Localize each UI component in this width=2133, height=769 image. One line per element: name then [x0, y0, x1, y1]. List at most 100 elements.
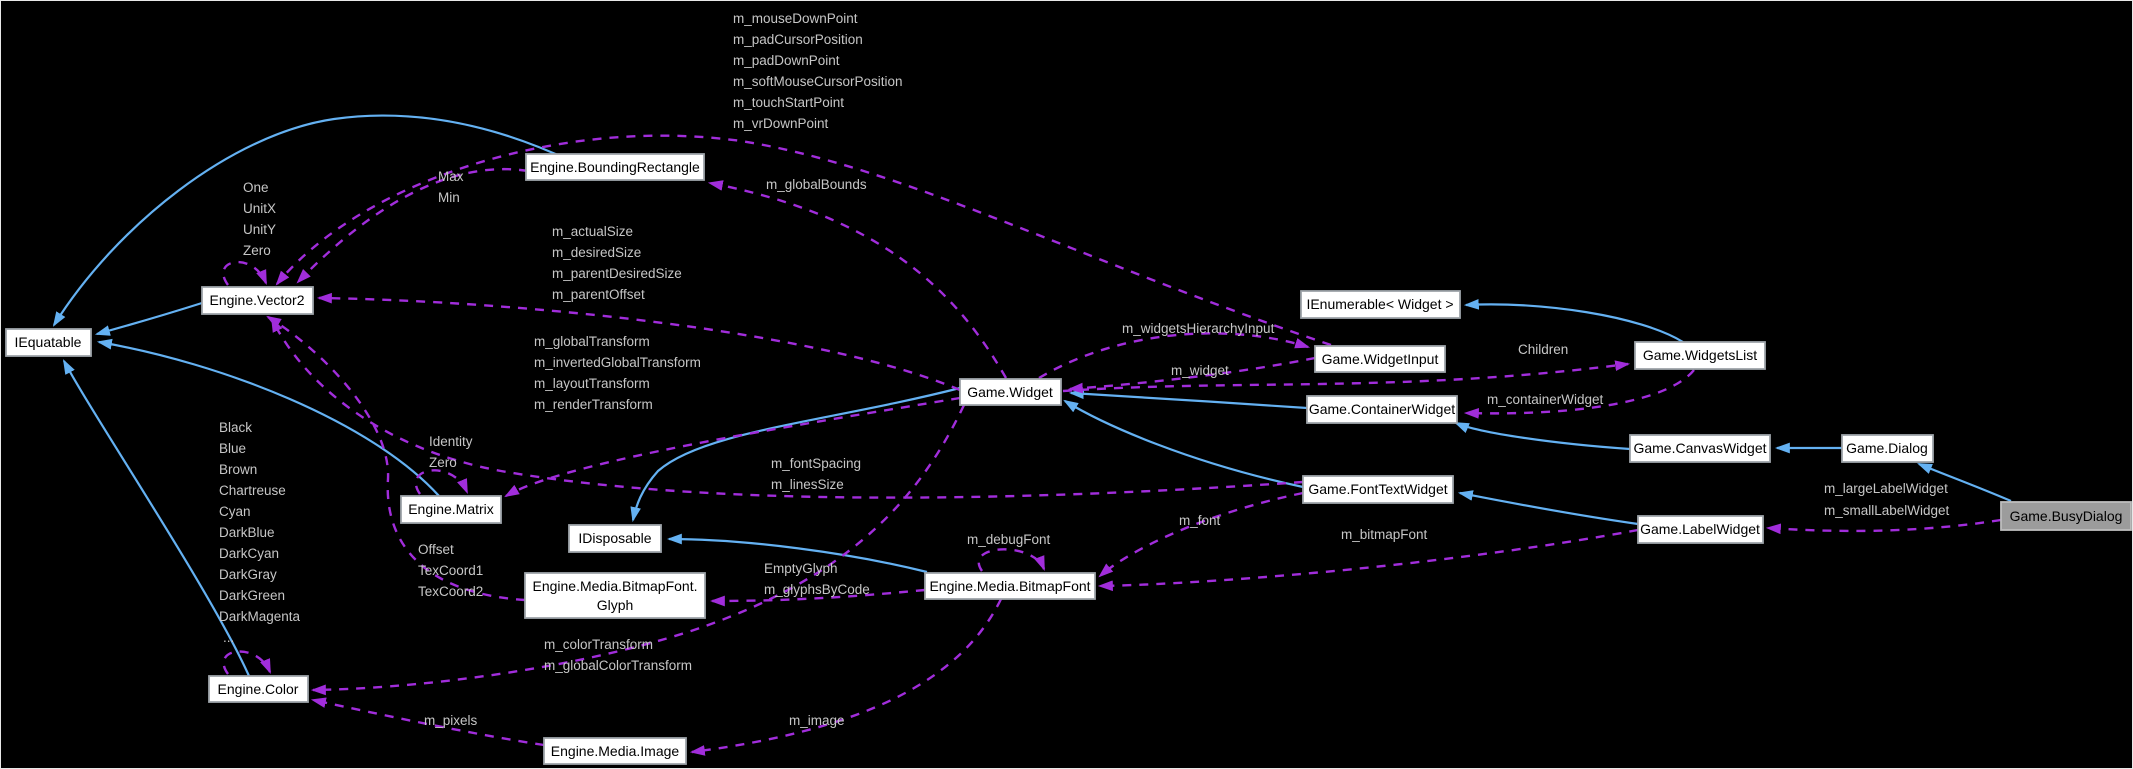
node-label: Game.CanvasWidget [1633, 440, 1766, 456]
edge-label-line: m_colorTransform [544, 637, 653, 652]
edge-usage-bitmapfont-self [977, 548, 1046, 572]
node-label: Engine.Media.BitmapFont [929, 578, 1090, 594]
edge-inheritance-vector2-iequatable [94, 301, 203, 336]
edge-label-line: ... [223, 630, 234, 645]
node-engine-media-bitmapfont-glyph[interactable]: Engine.Media.BitmapFont. Glyph [524, 572, 706, 619]
edge-label-fonttext-vector2: m_fontSpacing m_linesSize [771, 456, 861, 492]
node-box [1306, 395, 1458, 424]
node-engine-media-bitmapfont[interactable]: Engine.Media.BitmapFont [924, 572, 1096, 600]
edge-label-line: DarkGray [219, 567, 277, 582]
node-iequatable[interactable]: IEquatable [5, 328, 92, 357]
node-game-canvaswidget[interactable]: Game.CanvasWidget [1629, 434, 1771, 463]
edge-label-widgets-hierarchy-input: m_widgetsHierarchyInput [1122, 321, 1275, 336]
edge-label-widget-color: m_colorTransform m_globalColorTransform [544, 637, 692, 673]
edge-label-line: m_softMouseCursorPosition [733, 74, 903, 89]
node-game-fonttextwidget[interactable]: Game.FontTextWidget [1302, 475, 1454, 504]
edge-usage-boundingrect-vector2 [296, 167, 529, 284]
edge-label-line: m_fontSpacing [771, 456, 861, 471]
edge-label-line: m_actualSize [552, 224, 633, 239]
edge-label-line: m_vrDownPoint [733, 116, 829, 131]
node-label: Game.Dialog [1846, 440, 1928, 456]
edge-label-line: m_invertedGlobalTransform [534, 355, 701, 370]
node-engine-media-image[interactable]: Engine.Media.Image [543, 737, 687, 765]
edge-label-boundingrect-vector2: Max Min [438, 169, 464, 205]
edge-label-m-widget: m_widget [1171, 363, 1229, 378]
node-box [1634, 341, 1766, 370]
node-box [525, 153, 705, 181]
edge-label-line: m_padCursorPosition [733, 32, 863, 47]
node-label: Engine.Media.Image [551, 743, 680, 759]
edge-label-line: m_desiredSize [552, 245, 641, 260]
edge-label-line: Black [219, 420, 252, 435]
edge-usage-widgetslist-containerwidget [1463, 369, 1695, 419]
edge-label-line: Cyan [219, 504, 251, 519]
edge-inheritance-widgetslist-ienumerable [1463, 298, 1684, 343]
node-idisposable[interactable]: IDisposable [568, 524, 662, 553]
edge-usage-widgetinput-vector2 [275, 134, 1332, 347]
node-game-containerwidget[interactable]: Game.ContainerWidget [1306, 395, 1458, 424]
node-box [1841, 434, 1934, 463]
node-game-busydialog[interactable]: Game.BusyDialog [2000, 501, 2132, 531]
edge-usage-widgetinput-widget [1067, 356, 1316, 394]
edge-label-widget-matrix: m_globalTransform m_invertedGlobalTransf… [534, 334, 701, 412]
node-game-widgetslist[interactable]: Game.WidgetsList [1634, 341, 1766, 370]
edge-label-line: DarkCyan [219, 546, 279, 561]
node-box-focus [2000, 501, 2132, 531]
edge-label-line: Blue [219, 441, 246, 456]
node-box [1629, 434, 1771, 463]
edge-label-line: UnitX [243, 201, 276, 216]
node-box [524, 572, 706, 619]
edge-label-line: TexCoord2 [418, 584, 483, 599]
node-label: Engine.Color [218, 681, 299, 697]
node-ienumerable-widget[interactable]: IEnumerable< Widget > [1300, 290, 1461, 319]
node-label: Game.WidgetsList [1643, 347, 1757, 363]
edge-inheritance-widget-idisposable [630, 386, 961, 523]
node-box [1314, 345, 1446, 373]
node-game-labelwidget[interactable]: Game.LabelWidget [1637, 515, 1764, 544]
edge-label-m-image: m_image [789, 713, 845, 728]
edge-usage-color-self [222, 650, 272, 675]
node-box [543, 737, 687, 765]
edge-label-widget-vector2: m_actualSize m_desiredSize m_parentDesir… [552, 224, 682, 302]
edge-label-m-debug-font: m_debugFont [967, 532, 1051, 547]
node-label: IEquatable [15, 334, 82, 350]
node-label: Game.LabelWidget [1640, 521, 1760, 537]
node-box [400, 495, 502, 524]
edge-label-line: m_largeLabelWidget [1824, 481, 1948, 496]
node-game-widgetinput[interactable]: Game.WidgetInput [1314, 345, 1446, 373]
node-engine-color[interactable]: Engine.Color [208, 675, 309, 703]
node-label: Game.BusyDialog [2010, 508, 2123, 524]
node-label: Engine.BoundingRectangle [530, 159, 700, 175]
edge-label-line: DarkMagenta [219, 609, 301, 624]
edge-usage-vector2-self [222, 260, 268, 286]
node-label: IDisposable [578, 530, 651, 546]
edge-inheritance-fonttextwidget-widget [1063, 399, 1304, 489]
edge-usage-widget-vector2 [316, 292, 961, 392]
edge-label-vector2-self: One UnitX UnitY Zero [243, 180, 276, 258]
node-engine-vector2[interactable]: Engine.Vector2 [201, 286, 314, 315]
edge-label-busydialog-labelwidget: m_largeLabelWidget m_smallLabelWidget [1824, 481, 1950, 518]
edge-label-widgetinput-vector2: m_mouseDownPoint m_padCursorPosition m_p… [733, 11, 903, 131]
edge-label-line: Zero [243, 243, 271, 258]
edge-inheritance-boundingrect-iequatable [52, 114, 572, 327]
node-label: Glyph [597, 597, 634, 613]
edge-inheritance-busydialog-dialog [1917, 462, 2012, 503]
node-label: IEnumerable< Widget > [1306, 296, 1453, 312]
edge-usage-image-color [310, 697, 545, 747]
edge-inheritance-bitmapfont-idisposable [666, 533, 928, 574]
node-engine-matrix[interactable]: Engine.Matrix [400, 495, 502, 524]
edge-label-line: m_parentOffset [552, 287, 645, 302]
node-game-dialog[interactable]: Game.Dialog [1841, 434, 1934, 463]
node-engine-boundingrectangle[interactable]: Engine.BoundingRectangle [525, 153, 705, 181]
node-box [201, 286, 314, 315]
edge-label-line: m_globalColorTransform [544, 658, 692, 673]
edge-usage-bitmapfont-image [689, 598, 1003, 756]
node-game-widget[interactable]: Game.Widget [959, 378, 1062, 406]
edge-usage-fonttextwidget-vector2 [270, 317, 1304, 499]
edge-usage-matrix-self [414, 469, 469, 495]
node-box [1637, 515, 1764, 544]
edge-label-line: m_touchStartPoint [733, 95, 844, 110]
edge-label-line: Chartreuse [219, 483, 286, 498]
edge-label-line: DarkBlue [219, 525, 275, 540]
edge-inheritance-canvaswidget-containerwidget [1454, 421, 1631, 451]
